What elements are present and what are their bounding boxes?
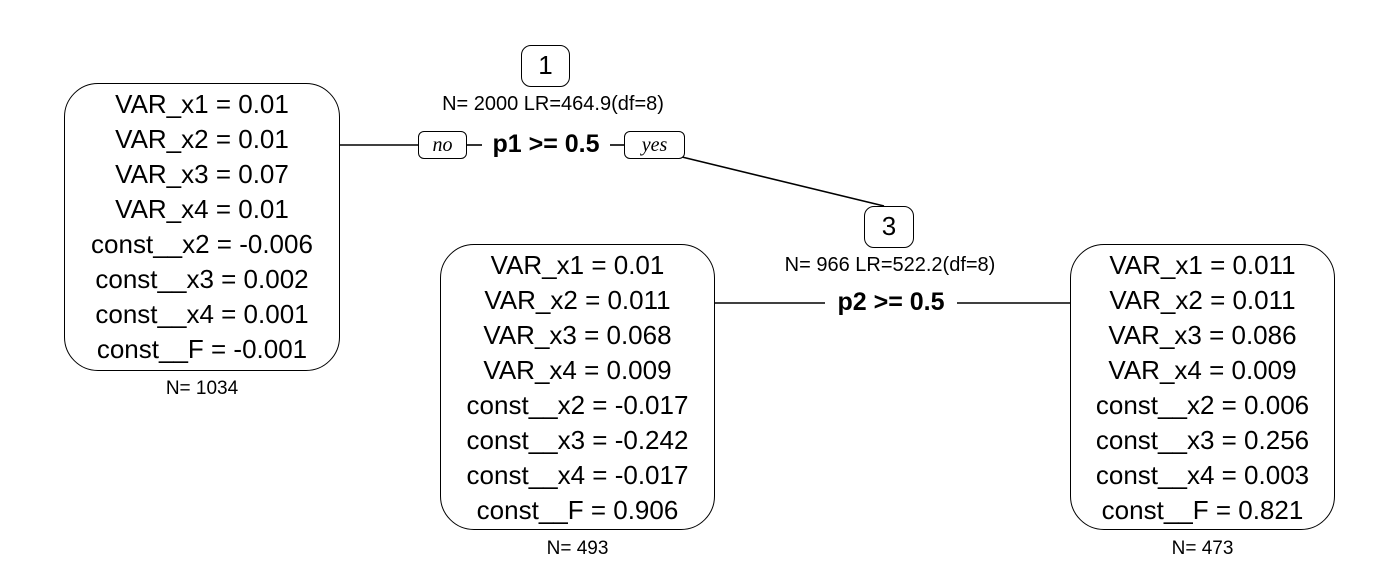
node-1-split-label: p1 >= 0.5	[482, 130, 610, 159]
leaf-left-row: const__F = -0.001	[96, 334, 308, 364]
leaf-middle-row: const__x3 = -0.242	[466, 425, 689, 455]
leaf-middle-row: const__F = 0.906	[476, 495, 679, 525]
leaf-middle-row: VAR_x4 = 0.009	[483, 355, 672, 385]
leaf-right-count: N= 473	[1171, 538, 1234, 559]
leaf-right-row: VAR_x2 = 0.011	[1109, 285, 1296, 315]
leaf-right-row: const__x4 = 0.003	[1095, 460, 1310, 490]
node-1-info: N= 2000 LR=464.9(df=8)	[442, 93, 664, 115]
leaf-middle-row: const__x2 = -0.017	[466, 390, 689, 420]
leaf-left-row: VAR_x2 = 0.01	[115, 124, 289, 154]
leaf-right: VAR_x1 = 0.011 VAR_x2 = 0.011 VAR_x3 = 0…	[1070, 244, 1335, 530]
leaf-middle-row: const__x4 = -0.017	[466, 460, 689, 490]
leaf-right-row: VAR_x1 = 0.011	[1109, 250, 1296, 280]
leaf-left-row: const__x2 = -0.006	[91, 229, 313, 259]
node-3-id-box: 3	[864, 206, 914, 248]
leaf-left-row: VAR_x1 = 0.01	[115, 89, 289, 119]
edge-yes-label: yes	[624, 131, 685, 159]
leaf-right-row: const__x3 = 0.256	[1095, 425, 1310, 455]
leaf-left-count: N= 1034	[165, 378, 239, 399]
edge-yes-to-node3	[681, 156, 885, 207]
leaf-left-row: const__x4 = 0.001	[95, 299, 309, 329]
leaf-right-row: VAR_x4 = 0.009	[1108, 355, 1297, 385]
leaf-right-row: VAR_x3 = 0.086	[1108, 320, 1297, 350]
leaf-middle: VAR_x1 = 0.01 VAR_x2 = 0.011 VAR_x3 = 0.…	[440, 244, 715, 530]
node-3-split-label: p2 >= 0.5	[825, 288, 957, 317]
leaf-middle-count: N= 493	[546, 538, 609, 559]
leaf-middle-row: VAR_x3 = 0.068	[483, 320, 672, 350]
edge-no-label: no	[418, 131, 467, 159]
node-1-id-box: 1	[521, 45, 570, 87]
leaf-right-row: const__x2 = 0.006	[1095, 390, 1310, 420]
leaf-right-row: const__F = 0.821	[1101, 495, 1304, 525]
leaf-middle-row: VAR_x1 = 0.01	[490, 250, 665, 280]
leaf-left: VAR_x1 = 0.01 VAR_x2 = 0.01 VAR_x3 = 0.0…	[64, 83, 340, 371]
leaf-left-row: const__x3 = 0.002	[95, 264, 309, 294]
leaf-middle-row: VAR_x2 = 0.011	[484, 285, 671, 315]
leaf-left-row: VAR_x3 = 0.07	[115, 159, 289, 189]
leaf-left-row: VAR_x4 = 0.01	[115, 194, 289, 224]
node-3-info: N= 966 LR=522.2(df=8)	[784, 254, 996, 276]
